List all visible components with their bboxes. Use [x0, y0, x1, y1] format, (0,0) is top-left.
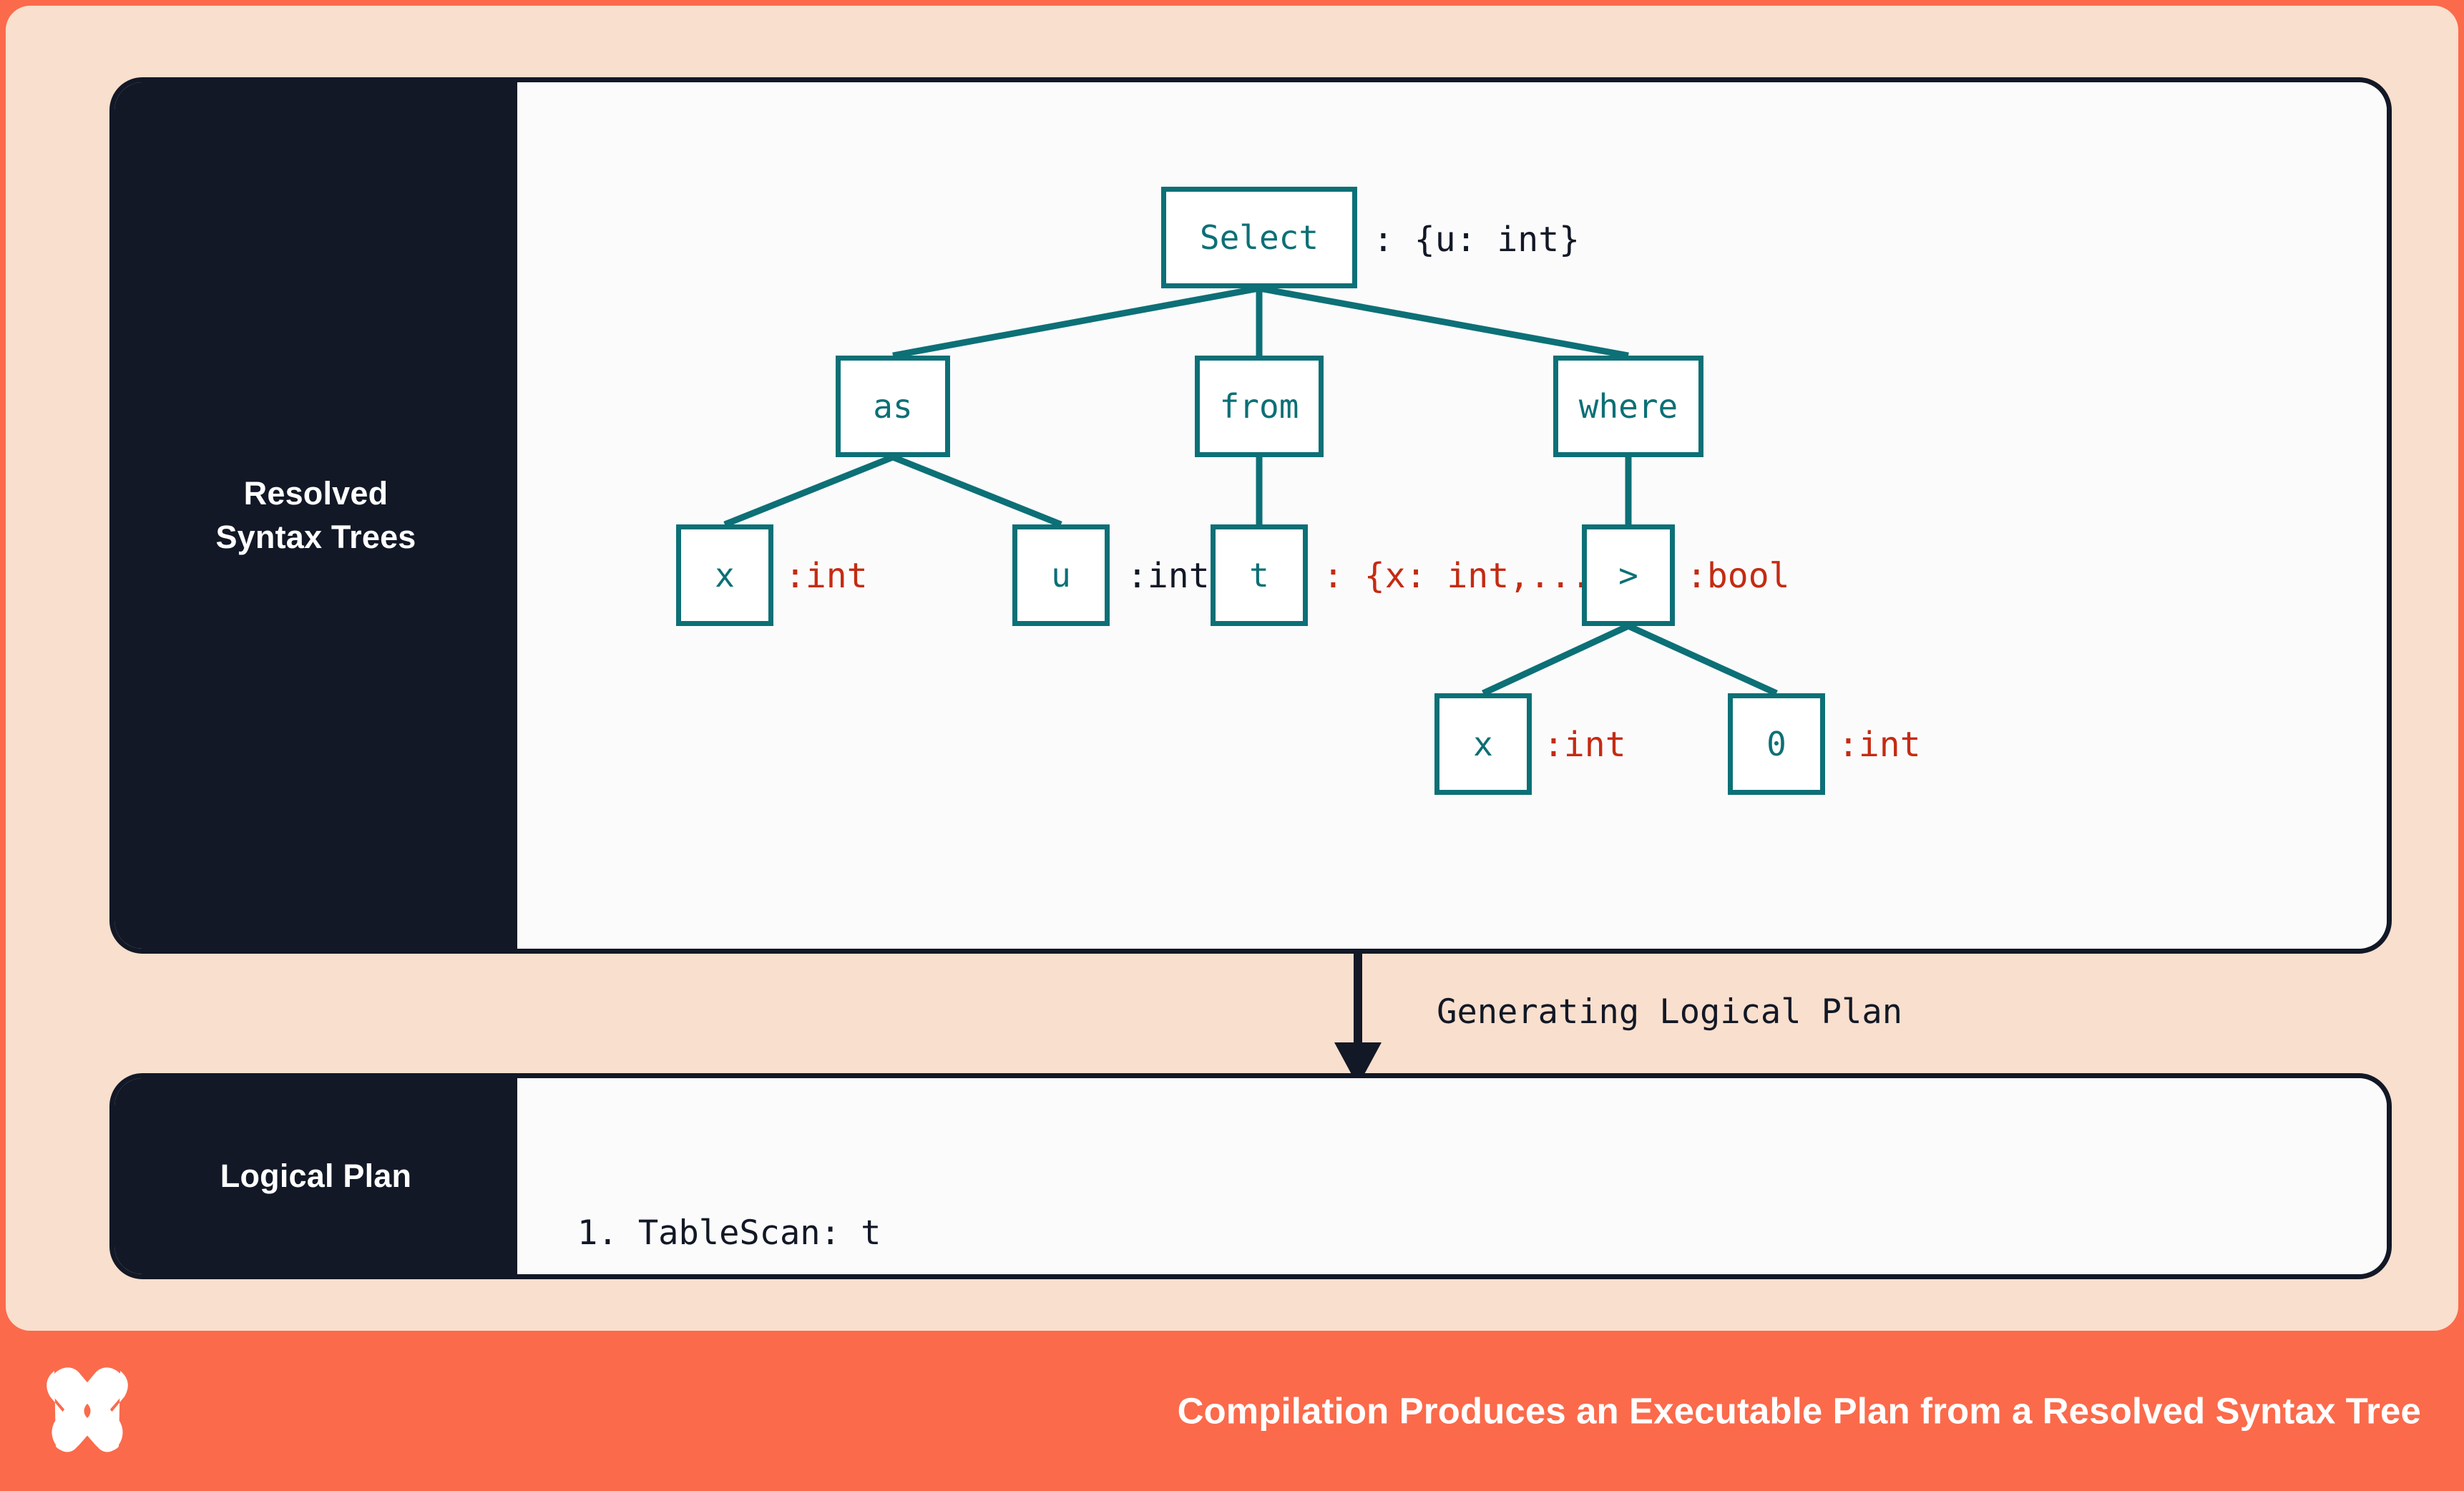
butterfly-x-logo-icon	[47, 1367, 128, 1452]
tree-node-gt-text: >	[1618, 556, 1638, 595]
footer-banner: Compilation Produces an Executable Plan …	[0, 1331, 2464, 1491]
tree-node-gt-x-type: :int	[1543, 725, 1626, 765]
list-item: 1. TableScan: t	[577, 1213, 881, 1253]
tree-node-as[interactable]: as	[836, 356, 950, 457]
tree-node-where[interactable]: where	[1553, 356, 1703, 457]
tree-node-where-text: where	[1578, 387, 1678, 426]
tree-node-from-t[interactable]: t	[1211, 524, 1308, 626]
tree-node-from-text: from	[1219, 387, 1299, 426]
tree-node-select-text: Select	[1199, 218, 1319, 257]
tree-node-select[interactable]: Select	[1161, 187, 1357, 288]
tree-node-as-u[interactable]: u	[1012, 524, 1110, 626]
syntax-tree-canvas: Select : {u: int} as from where x :int	[517, 82, 2387, 949]
tree-node-as-text: as	[873, 387, 913, 426]
tree-node-gt-type: :bool	[1686, 556, 1790, 596]
tree-node-from-t-text: t	[1249, 556, 1269, 595]
transition-label: Generating Logical Plan	[1437, 992, 1902, 1032]
logical-plan-label: Logical Plan	[114, 1078, 517, 1274]
tree-node-gt[interactable]: >	[1582, 524, 1675, 626]
tree-node-from-t-type: : {x: int,...}	[1323, 556, 1613, 596]
logical-plan-step-list: 1. TableScan: t 2. Filter: t.x > 0 3. Pr…	[517, 1078, 2387, 1274]
transition-region: Generating Logical Plan	[109, 954, 2392, 1086]
tree-node-as-u-text: u	[1051, 556, 1071, 595]
tree-node-gt-zero[interactable]: 0	[1728, 693, 1825, 795]
footer-caption: Compilation Produces an Executable Plan …	[1177, 1390, 2421, 1432]
tree-node-as-x-type: :int	[785, 556, 868, 596]
logical-plan-label-text: Logical Plan	[220, 1157, 412, 1194]
tree-node-as-x-text: x	[715, 556, 735, 595]
tree-node-from[interactable]: from	[1195, 356, 1324, 457]
transition-arrow-icon	[1334, 954, 1382, 1086]
tree-node-gt-zero-text: 0	[1766, 725, 1786, 763]
logical-plan-card: Logical Plan 1. TableScan: t 2. Filter: …	[109, 1073, 2392, 1279]
tree-edges	[723, 285, 1778, 697]
tree-node-gt-zero-type: :int	[1838, 725, 1921, 765]
tree-node-gt-x-text: x	[1473, 725, 1493, 763]
tree-node-as-x[interactable]: x	[676, 524, 773, 626]
tree-node-as-u-type: :int	[1127, 556, 1210, 596]
logical-plan-body: 1. TableScan: t 2. Filter: t.x > 0 3. Pr…	[517, 1078, 2387, 1274]
tree-node-select-type: : {u: int}	[1373, 220, 1580, 260]
tree-node-gt-x[interactable]: x	[1434, 693, 1532, 795]
